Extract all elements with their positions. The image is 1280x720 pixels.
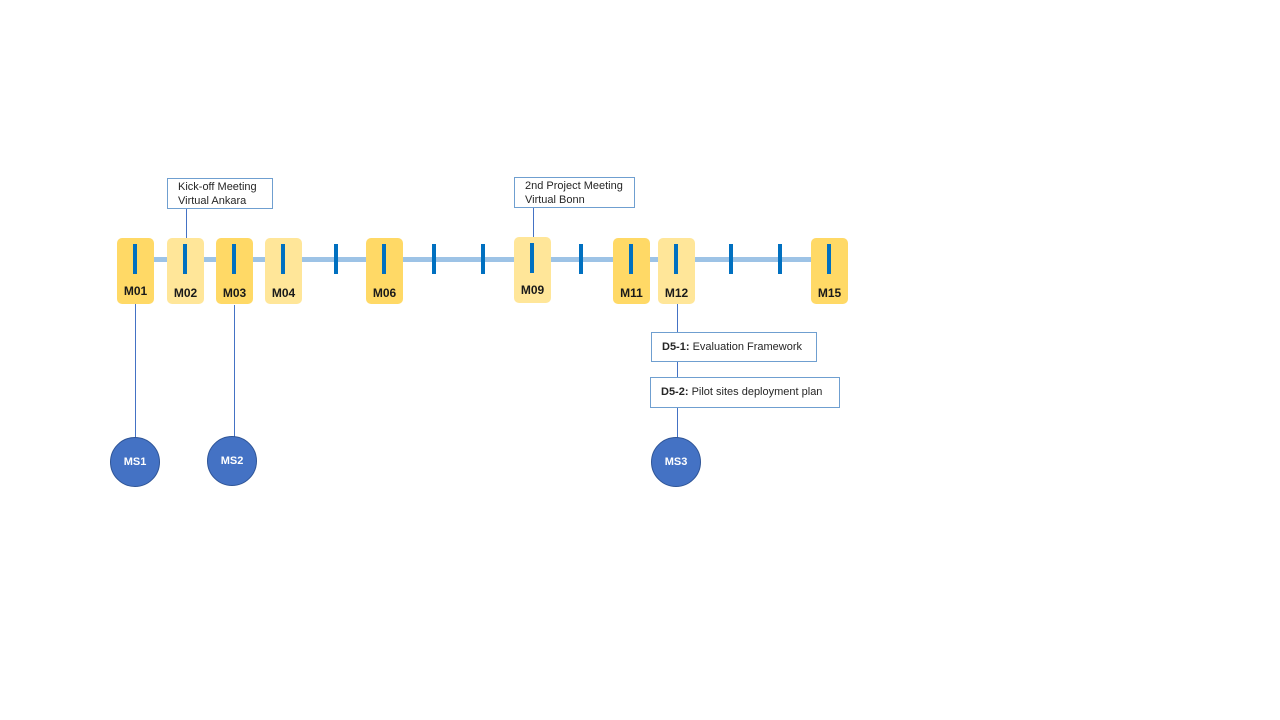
ms3-connector [677, 407, 678, 438]
month-tick [827, 244, 831, 274]
month-label: M11 [620, 286, 643, 300]
month-label: M04 [271, 286, 296, 300]
deliverable-code: D5-1: [662, 341, 690, 353]
month-tick [382, 244, 386, 274]
milestone-ms3: MS3 [651, 437, 701, 487]
month-m06: M06 [366, 238, 403, 304]
month-tick [232, 244, 236, 274]
tick-m07 [432, 244, 436, 274]
month-m02: M02 [167, 238, 204, 304]
d5-2-connector [677, 361, 678, 378]
month-m01: M01 [117, 238, 154, 304]
tick-m13 [729, 244, 733, 274]
tick-m10 [579, 244, 583, 274]
month-label: M12 [664, 286, 689, 300]
deliverable-d5-2: D5-2: Pilot sites deployment plan [650, 377, 840, 408]
deliverable-d5-1: D5-1: Evaluation Framework [651, 332, 817, 362]
month-m09: M09 [514, 237, 551, 303]
month-label: M03 [222, 286, 247, 300]
second-meeting-title: 2nd Project Meeting [525, 180, 623, 192]
tick-m05 [334, 244, 338, 274]
second-meeting-location: Virtual Bonn [525, 194, 585, 206]
milestone-label: MS3 [664, 456, 688, 468]
month-m11: M11 [613, 238, 650, 304]
month-label: M02 [173, 286, 198, 300]
deliverable-title: Pilot sites deployment plan [691, 386, 823, 398]
month-label: M06 [372, 286, 397, 300]
second-meeting-callout: 2nd Project Meeting Virtual Bonn [514, 177, 635, 208]
deliverable-title: Evaluation Framework [692, 341, 803, 353]
month-tick [674, 244, 678, 274]
month-tick [629, 244, 633, 274]
month-m12: M12 [658, 238, 695, 304]
month-tick [133, 244, 137, 274]
month-tick [281, 244, 285, 274]
month-m15: M15 [811, 238, 848, 304]
month-m03: M03 [216, 238, 253, 304]
ms2-connector [234, 305, 235, 439]
month-label: M15 [817, 286, 842, 300]
milestone-label: MS2 [220, 455, 244, 467]
deliverable-code: D5-2: [661, 386, 689, 398]
kickoff-connector [186, 208, 187, 239]
tick-m14 [778, 244, 782, 274]
kickoff-location: Virtual Ankara [178, 195, 247, 207]
month-label: M09 [520, 283, 545, 297]
month-tick [530, 243, 534, 273]
month-label: M01 [123, 284, 148, 298]
ms1-connector [135, 303, 136, 439]
month-tick [183, 244, 187, 274]
milestone-ms1: MS1 [110, 437, 160, 487]
milestone-ms2: MS2 [207, 436, 257, 486]
tick-m08 [481, 244, 485, 274]
d5-1-connector [677, 304, 678, 333]
month-m04: M04 [265, 238, 302, 304]
second-meeting-connector [533, 208, 534, 239]
kickoff-callout: Kick-off Meeting Virtual Ankara [167, 178, 273, 209]
milestone-label: MS1 [123, 456, 147, 468]
kickoff-title: Kick-off Meeting [178, 181, 257, 193]
